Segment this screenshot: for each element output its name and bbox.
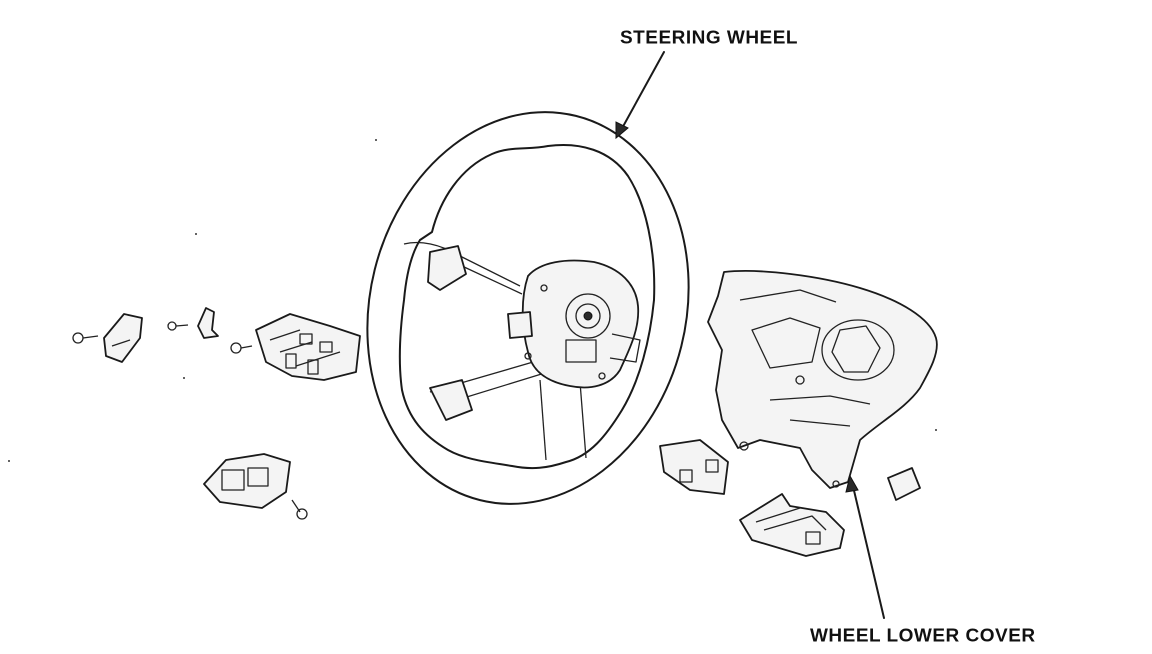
- wheel-lower-cover-leader: [845, 474, 885, 619]
- wheel-lower-cover: [739, 493, 845, 557]
- connector-piece: [659, 439, 729, 495]
- scan-specks: [8, 139, 937, 462]
- left-hardware-parts: [72, 307, 361, 520]
- steering-wheel-label: STEERING WHEEL: [620, 28, 799, 49]
- wheel-lower-cover-label: WHEEL LOWER COVER: [810, 626, 1036, 647]
- cover-assembly: [707, 270, 938, 489]
- steering-wheel-leader: [615, 51, 665, 140]
- steering-wheel: [366, 111, 690, 505]
- right-clip: [887, 467, 921, 501]
